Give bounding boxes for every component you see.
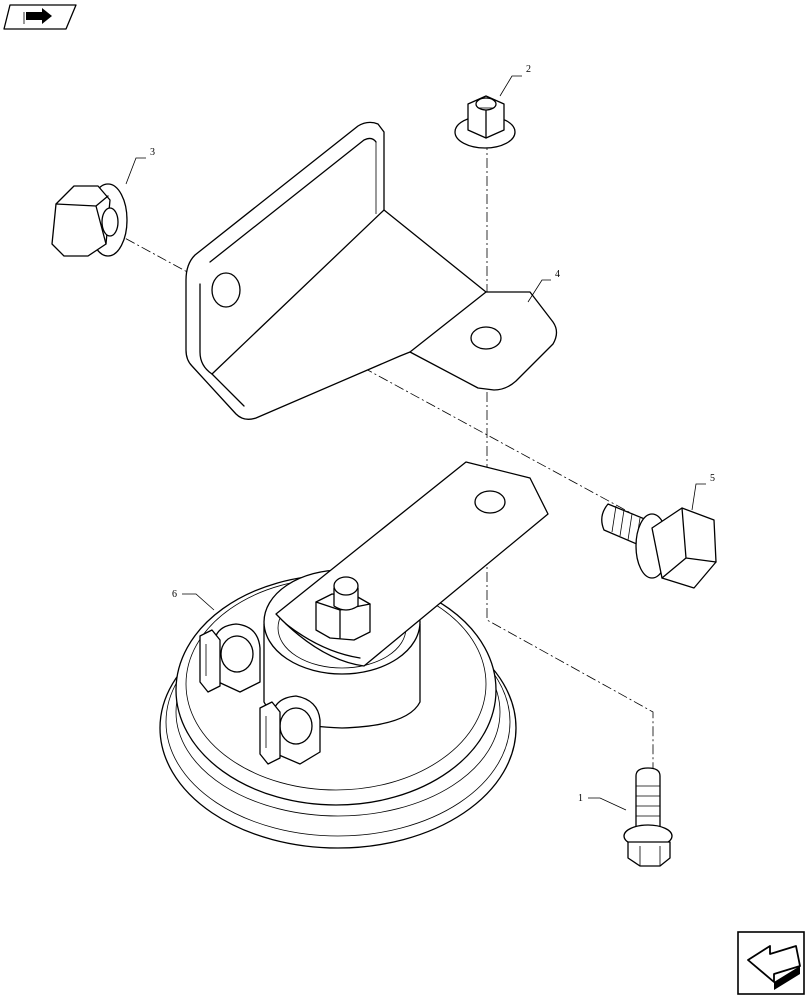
callout-6: 6 [172,589,177,600]
flange-nut-left [51,183,128,257]
callout-5: 5 [710,473,715,484]
terminal-lower [259,695,321,765]
bolt-side [601,503,717,589]
bracket [185,121,558,420]
horn-stud [315,576,371,641]
flange-nut-top [454,95,516,149]
next-page-arrow-icon[interactable] [737,931,805,995]
bolt-bottom [623,767,673,867]
book-arrow-icon[interactable] [3,4,77,30]
leader-lines [125,75,706,811]
callout-3: 3 [150,147,155,158]
terminal-upper [199,623,261,693]
callout-2: 2 [526,64,531,75]
callout-4: 4 [555,269,560,280]
callout-1: 1 [578,793,583,804]
